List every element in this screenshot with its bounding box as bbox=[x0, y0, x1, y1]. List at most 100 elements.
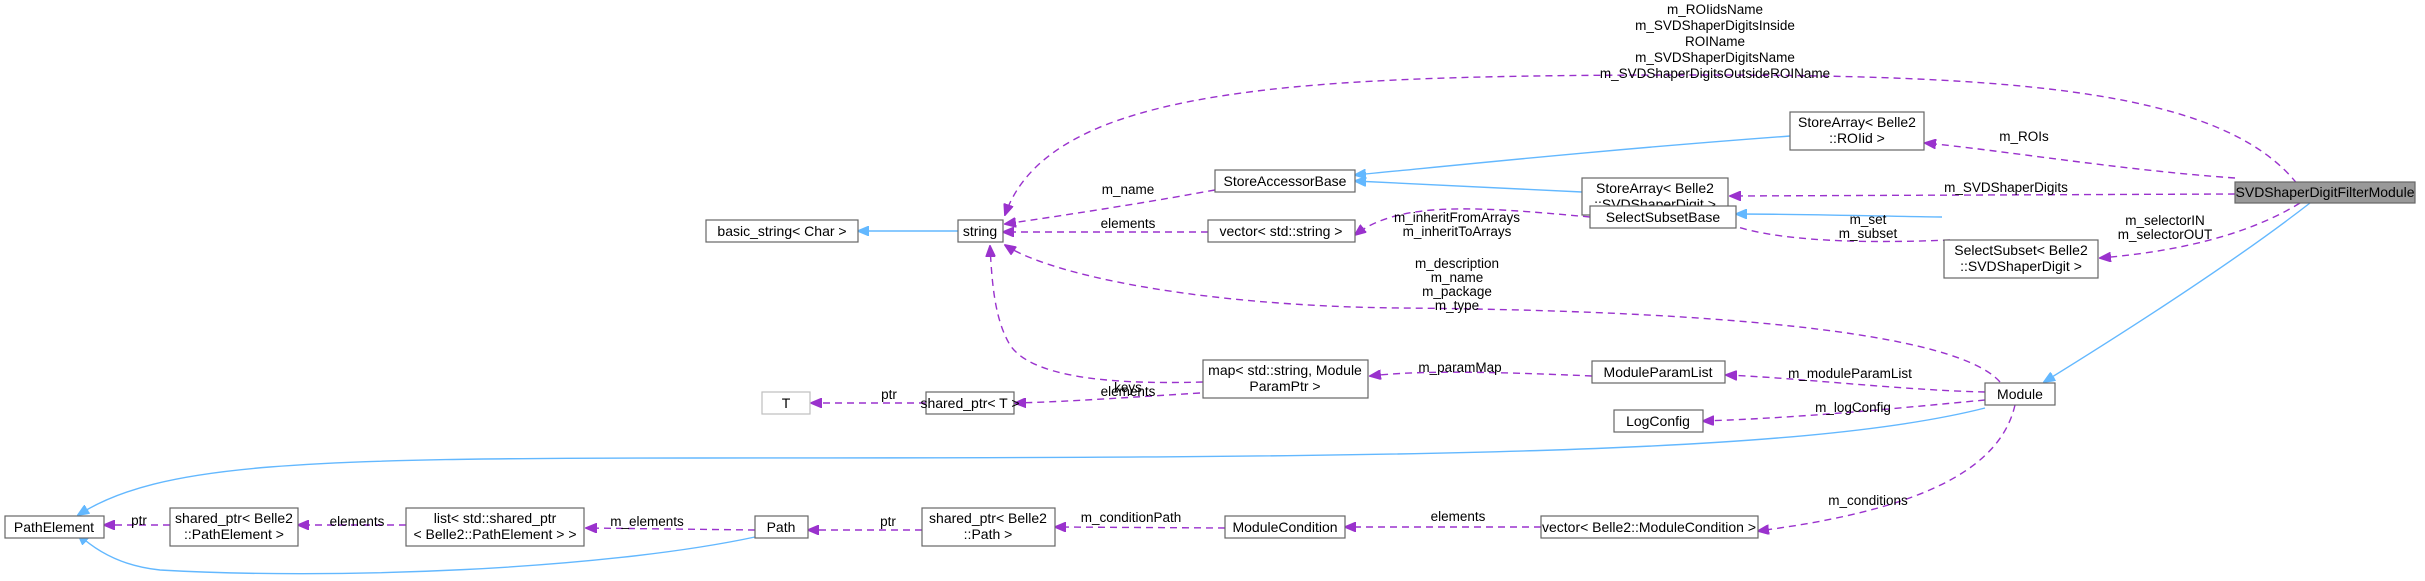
edge-label-string-member-3: ROIName bbox=[1685, 34, 1745, 49]
node-selectsubsetbase[interactable]: SelectSubsetBase bbox=[1589, 205, 1737, 229]
node-logconfig[interactable]: LogConfig bbox=[1613, 409, 1704, 433]
edge-map-to-string bbox=[990, 246, 1204, 384]
edge-label-m-moduleparamlist: m_moduleParamList bbox=[1788, 366, 1912, 381]
edge-label-m-elements: m_elements bbox=[610, 514, 684, 529]
edge-storearray-digit-inherits-accessor bbox=[1355, 181, 1583, 193]
edge-paramlist-to-map bbox=[1370, 372, 1593, 376]
node-label: list< std::shared_ptr bbox=[434, 510, 557, 526]
edge-label-m-conditionpath: m_conditionPath bbox=[1081, 510, 1182, 525]
node-label: LogConfig bbox=[1626, 413, 1690, 429]
edge-path-inherits-pathelement bbox=[78, 534, 756, 575]
edge-storearray-rois-inherits-accessor bbox=[1355, 135, 1791, 175]
edge-label-inherit-from-arrays: m_inheritFromArrays bbox=[1394, 210, 1520, 225]
edge-selectbase-to-vector bbox=[1355, 208, 1591, 235]
node-sharedptr-path[interactable]: shared_ptr< Belle2 ::Path > bbox=[921, 507, 1056, 547]
node-label: ::ROIid > bbox=[1829, 130, 1885, 146]
node-label: SelectSubset< Belle2 bbox=[1954, 242, 2088, 258]
node-svdshaperdigitfiltermodule[interactable]: SVDShaperDigitFilterModule bbox=[2234, 181, 2416, 204]
edge-label-string-member-5: m_SVDShaperDigitsOutsideROIName bbox=[1600, 66, 1830, 81]
edge-label-inherit-to-arrays: m_inheritToArrays bbox=[1403, 224, 1512, 239]
node-label: ParamPtr > bbox=[1249, 378, 1320, 394]
edge-label-m-package: m_package bbox=[1422, 284, 1492, 299]
node-pathelement[interactable]: PathElement bbox=[4, 515, 105, 539]
edge-label-m-subset: m_subset bbox=[1839, 226, 1898, 241]
edge-label-m-name: m_name bbox=[1102, 182, 1155, 197]
node-moduleparamlist[interactable]: ModuleParamList bbox=[1591, 360, 1726, 384]
edge-module-to-string bbox=[1005, 245, 2001, 383]
edge-label-selector-in: m_selectorIN bbox=[2125, 213, 2205, 228]
node-label: < Belle2::PathElement > > bbox=[413, 526, 576, 542]
edge-label-selector-out: m_selectorOUT bbox=[2118, 227, 2213, 242]
edge-label-m-name-module: m_name bbox=[1431, 270, 1484, 285]
node-storeaccessorbase[interactable]: StoreAccessorBase bbox=[1214, 169, 1356, 193]
edge-module-to-logconfig bbox=[1703, 399, 1986, 421]
edge-label-string-member-4: m_SVDShaperDigitsName bbox=[1635, 50, 1795, 65]
node-label: ModuleParamList bbox=[1604, 364, 1713, 380]
node-sharedptr-t[interactable]: shared_ptr< T > bbox=[920, 391, 1020, 415]
node-list-sharedptr-pathelement[interactable]: list< std::shared_ptr < Belle2::PathElem… bbox=[405, 507, 585, 547]
node-string[interactable]: string bbox=[957, 219, 1004, 243]
node-label: T bbox=[782, 395, 791, 411]
edge-module-to-paramlist bbox=[1726, 375, 1986, 393]
node-t[interactable]: T bbox=[761, 391, 811, 415]
node-sharedptr-pathelement[interactable]: shared_ptr< Belle2 ::PathElement > bbox=[169, 507, 299, 547]
edge-label-elements-string: elements bbox=[1101, 216, 1156, 231]
node-modulecondition[interactable]: ModuleCondition bbox=[1224, 515, 1346, 539]
node-label: map< std::string, Module bbox=[1208, 362, 1362, 378]
node-label: basic_string< Char > bbox=[717, 223, 846, 239]
edge-filter-inherits-module bbox=[2044, 202, 2311, 382]
edge-module-inherits-pathelement bbox=[78, 407, 1986, 515]
edge-label-keys: keys bbox=[1114, 380, 1142, 395]
edge-label-m-conditions: m_conditions bbox=[1828, 493, 1908, 508]
node-label: ::SVDShaperDigit > bbox=[1960, 258, 2082, 274]
edge-map-to-sharedptr-t bbox=[1015, 392, 1201, 403]
node-map-string-moduleparamptr[interactable]: map< std::string, Module ParamPtr > bbox=[1202, 359, 1369, 399]
edge-selectsubset-inherits-base bbox=[1736, 214, 1943, 217]
edge-modulecondition-to-sharedptr-path bbox=[1055, 527, 1226, 528]
edge-filter-to-string bbox=[1005, 74, 2311, 215]
edge-module-to-vector-condition bbox=[1758, 404, 2016, 531]
node-module[interactable]: Module bbox=[1984, 382, 2056, 406]
edge-label-elements-map: elements bbox=[1101, 384, 1156, 399]
node-basic-string[interactable]: basic_string< Char > bbox=[705, 219, 859, 243]
node-label: ::PathElement > bbox=[184, 526, 284, 542]
node-label: ::Path > bbox=[964, 526, 1013, 542]
node-label: ModuleCondition bbox=[1232, 519, 1337, 535]
edge-label-m-parammap: m_paramMap bbox=[1418, 360, 1501, 375]
node-label: shared_ptr< Belle2 bbox=[929, 510, 1047, 526]
node-label: StoreAccessorBase bbox=[1224, 173, 1347, 189]
edge-label-m-rois: m_ROIs bbox=[1999, 129, 2049, 144]
edge-label-elements-list: elements bbox=[330, 514, 385, 529]
edge-label-ptr-t: ptr bbox=[881, 387, 897, 402]
edge-filter-to-selectsubset bbox=[2100, 202, 2301, 258]
edge-label-elements-condition: elements bbox=[1431, 509, 1486, 524]
node-label: StoreArray< Belle2 bbox=[1798, 114, 1916, 130]
edge-label-string-member-2: m_SVDShaperDigitsInside bbox=[1635, 18, 1795, 33]
node-label: vector< Belle2::ModuleCondition > bbox=[1542, 519, 1756, 535]
edge-filter-to-storearray-rois bbox=[1925, 143, 2236, 179]
node-selectsubset-svdshaperdigit[interactable]: SelectSubset< Belle2 ::SVDShaperDigit > bbox=[1943, 239, 2099, 279]
edge-label-m-svdshaperdigits: m_SVDShaperDigits bbox=[1944, 180, 2068, 195]
edge-label-m-type: m_type bbox=[1435, 298, 1479, 313]
node-label: shared_ptr< Belle2 bbox=[175, 510, 293, 526]
edge-label-ptr-pathelement: ptr bbox=[131, 513, 147, 528]
edge-path-to-list bbox=[586, 528, 756, 530]
node-label: PathElement bbox=[14, 519, 94, 535]
edge-label-ptr-path: ptr bbox=[880, 514, 896, 529]
node-label: Module bbox=[1997, 386, 2043, 402]
edge-label-string-member-1: m_ROIidsName bbox=[1667, 2, 1763, 17]
node-label: shared_ptr< T > bbox=[920, 395, 1019, 411]
node-storearray-roiid[interactable]: StoreArray< Belle2 ::ROIid > bbox=[1789, 111, 1925, 151]
node-path[interactable]: Path bbox=[754, 515, 809, 539]
node-label: vector< std::string > bbox=[1220, 223, 1343, 239]
node-label: SelectSubsetBase bbox=[1606, 209, 1721, 225]
node-vector-string[interactable]: vector< std::string > bbox=[1207, 219, 1356, 243]
edge-filter-to-storearray-digit bbox=[1730, 194, 2236, 196]
edge-label-m-set: m_set bbox=[1850, 212, 1887, 227]
node-vector-modulecondition[interactable]: vector< Belle2::ModuleCondition > bbox=[1540, 515, 1759, 539]
edge-label-m-logconfig: m_logConfig bbox=[1815, 400, 1891, 415]
node-label: StoreArray< Belle2 bbox=[1596, 180, 1714, 196]
edge-label-m-description: m_description bbox=[1415, 256, 1499, 271]
node-label: string bbox=[963, 223, 997, 239]
